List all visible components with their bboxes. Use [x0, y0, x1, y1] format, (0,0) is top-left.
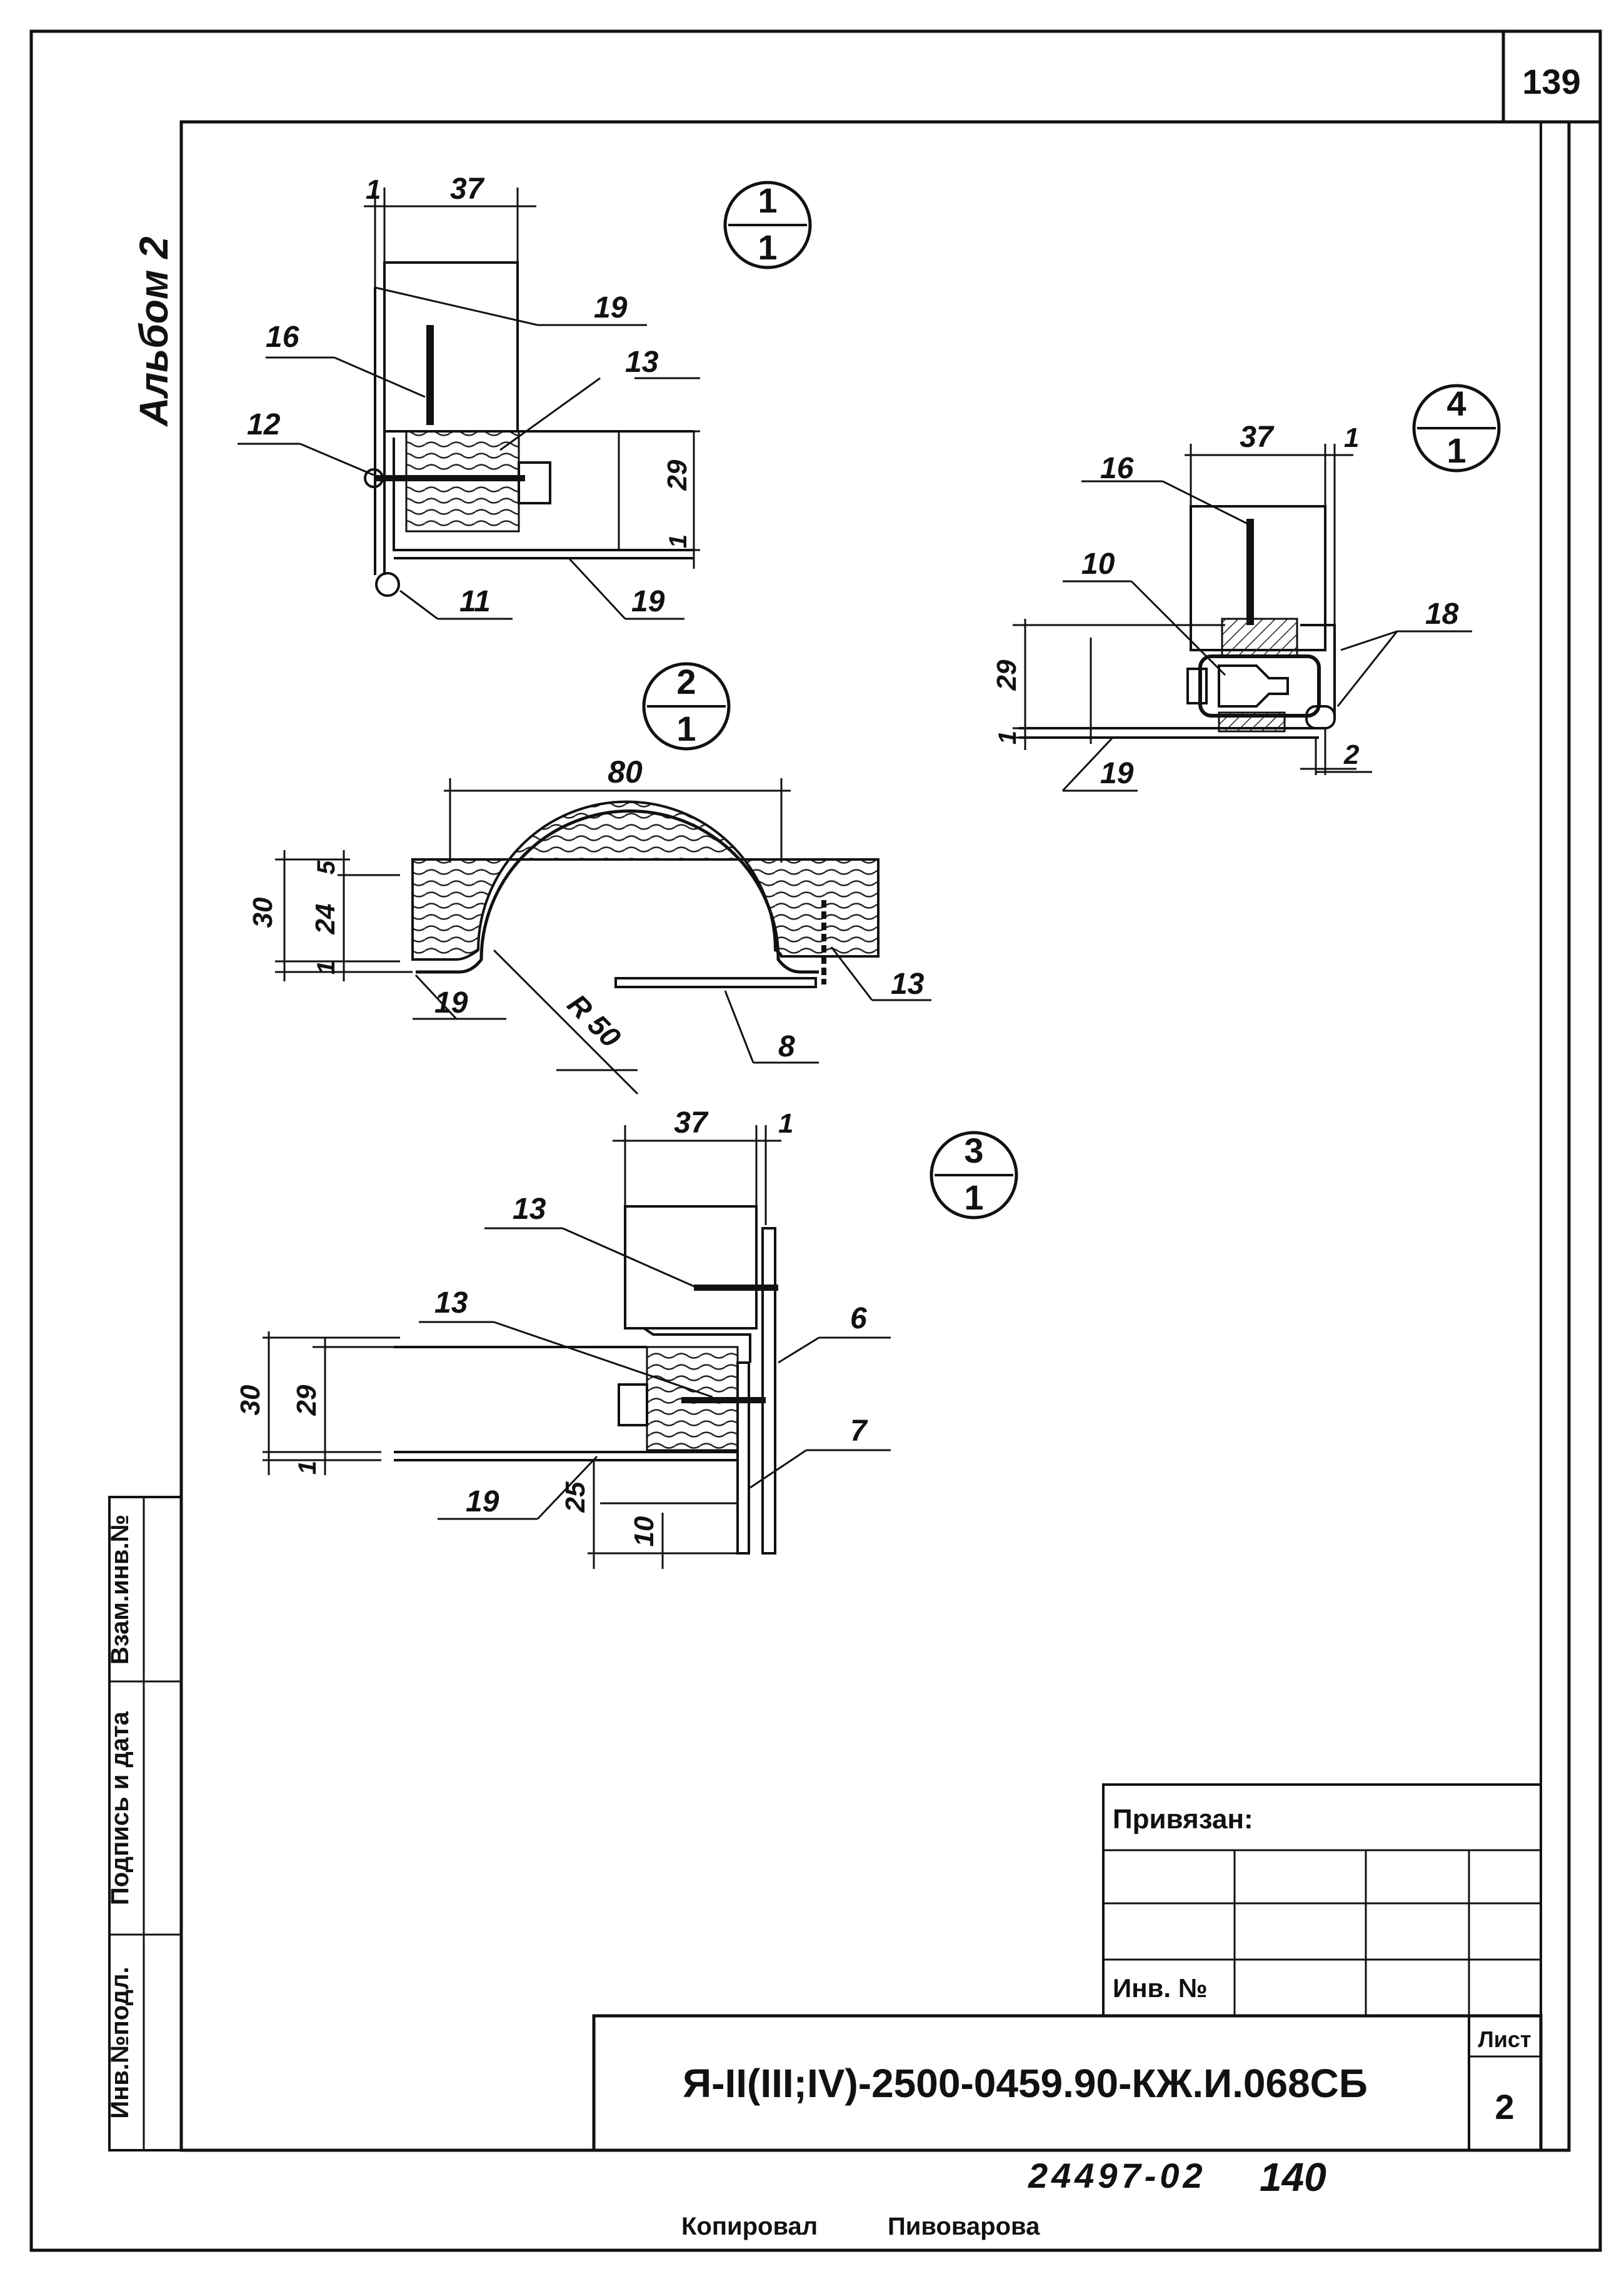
stamp-signature-date: Подпись и дата [106, 1711, 134, 1905]
detail-4-marker-top: 4 [1446, 384, 1466, 423]
detail-4-callout-18: 18 [1425, 598, 1459, 631]
detail-4 [1013, 384, 1501, 792]
detail-2-radius-r50: R 50 [561, 988, 628, 1054]
archive-number: 24497-02 [1028, 2156, 1206, 2195]
detail-3-dim-w1: 1 [778, 1108, 793, 1139]
detail-1-marker-bottom: 1 [758, 228, 777, 267]
detail-2-callout-19: 19 [434, 986, 468, 1019]
detail-4-dim-w37: 37 [1240, 421, 1275, 454]
detail-1-dim-h1: 1 [664, 534, 692, 548]
detail-2-marker-top: 2 [676, 662, 696, 701]
detail-2-callout-13: 13 [891, 968, 925, 1001]
detail-2-dim-h1: 1 [313, 961, 340, 974]
sheet-number: 2 [1495, 2087, 1514, 2126]
detail-3-dim-w37: 37 [674, 1106, 709, 1139]
detail-4-dim-h29: 29 [991, 659, 1022, 691]
detail-1-callout-13: 13 [625, 346, 659, 379]
detail-3-dim-h25: 25 [560, 1481, 591, 1513]
detail-2-marker-bottom: 1 [676, 709, 696, 748]
stamp-inv-podl: Инв.№подл. [106, 1966, 134, 2118]
detail-1-callout-11: 11 [459, 585, 491, 618]
detail-2-dim-h30: 30 [248, 897, 278, 928]
album-label: Альбом 2 [131, 236, 176, 427]
detail-1-callout-19a: 19 [594, 291, 628, 324]
detail-1-callout-12: 12 [247, 408, 281, 441]
detail-4-dim-w1: 1 [1344, 423, 1359, 453]
detail-4-callout-16: 16 [1100, 452, 1134, 485]
detail-3-dim-w10: 10 [629, 1516, 659, 1546]
detail-2-dim-h5: 5 [313, 860, 340, 874]
detail-1-dim-h29: 29 [662, 459, 693, 491]
detail-4-dim-h1: 1 [994, 731, 1021, 744]
detail-2-dim-h24: 24 [310, 904, 341, 935]
detail-3 [263, 1125, 1018, 1569]
detail-4-callout-10: 10 [1081, 548, 1115, 581]
sheet-label: Лист [1478, 2026, 1531, 2052]
archive-suffix: 140 [1260, 2155, 1326, 2200]
page-number: 139 [1522, 62, 1580, 101]
detail-3-dim-h29: 29 [291, 1385, 322, 1416]
detail-1-callout-16: 16 [266, 321, 299, 354]
detail-3-dim-h1: 1 [294, 1461, 321, 1475]
detail-4-marker-bottom: 1 [1446, 431, 1466, 470]
detail-1-dim-w1: 1 [366, 174, 381, 205]
detail-1-dim-w37: 37 [450, 173, 485, 206]
detail-4-dim-w2: 2 [1343, 739, 1360, 770]
detail-3-marker-top: 3 [964, 1131, 983, 1170]
detail-2 [275, 662, 931, 1095]
detail-2-dim-w80: 80 [608, 754, 643, 789]
detail-3-callout-19: 19 [466, 1485, 499, 1518]
detail-1-marker-top: 1 [758, 181, 777, 220]
detail-3-marker-bottom: 1 [964, 1178, 983, 1217]
footer-name: Пивоварова [888, 2213, 1040, 2240]
inv-label: Инв. № [1113, 1973, 1208, 2003]
detail-3-callout-6: 6 [850, 1302, 867, 1335]
bound-label: Привязан: [1113, 1804, 1253, 1835]
detail-4-callout-19: 19 [1100, 757, 1134, 790]
detail-3-callout-13a: 13 [513, 1193, 546, 1226]
detail-3-callout-7: 7 [850, 1415, 868, 1448]
drawing-designation: Я-II(III;IV)-2500-0459.90-КЖ.И.068СБ [683, 2061, 1368, 2106]
title-block [592, 1783, 1543, 2152]
detail-3-dim-h30: 30 [235, 1385, 266, 1415]
detail-3-callout-13b: 13 [434, 1286, 468, 1320]
detail-1-callout-19b: 19 [631, 585, 665, 618]
stamp-vzam-inv: Взам.инв.№ [106, 1515, 134, 1665]
footer-copied: Копировал [681, 2213, 818, 2240]
detail-2-callout-8: 8 [778, 1030, 795, 1063]
detail-1 [238, 181, 812, 620]
side-stamp [108, 1496, 183, 2151]
